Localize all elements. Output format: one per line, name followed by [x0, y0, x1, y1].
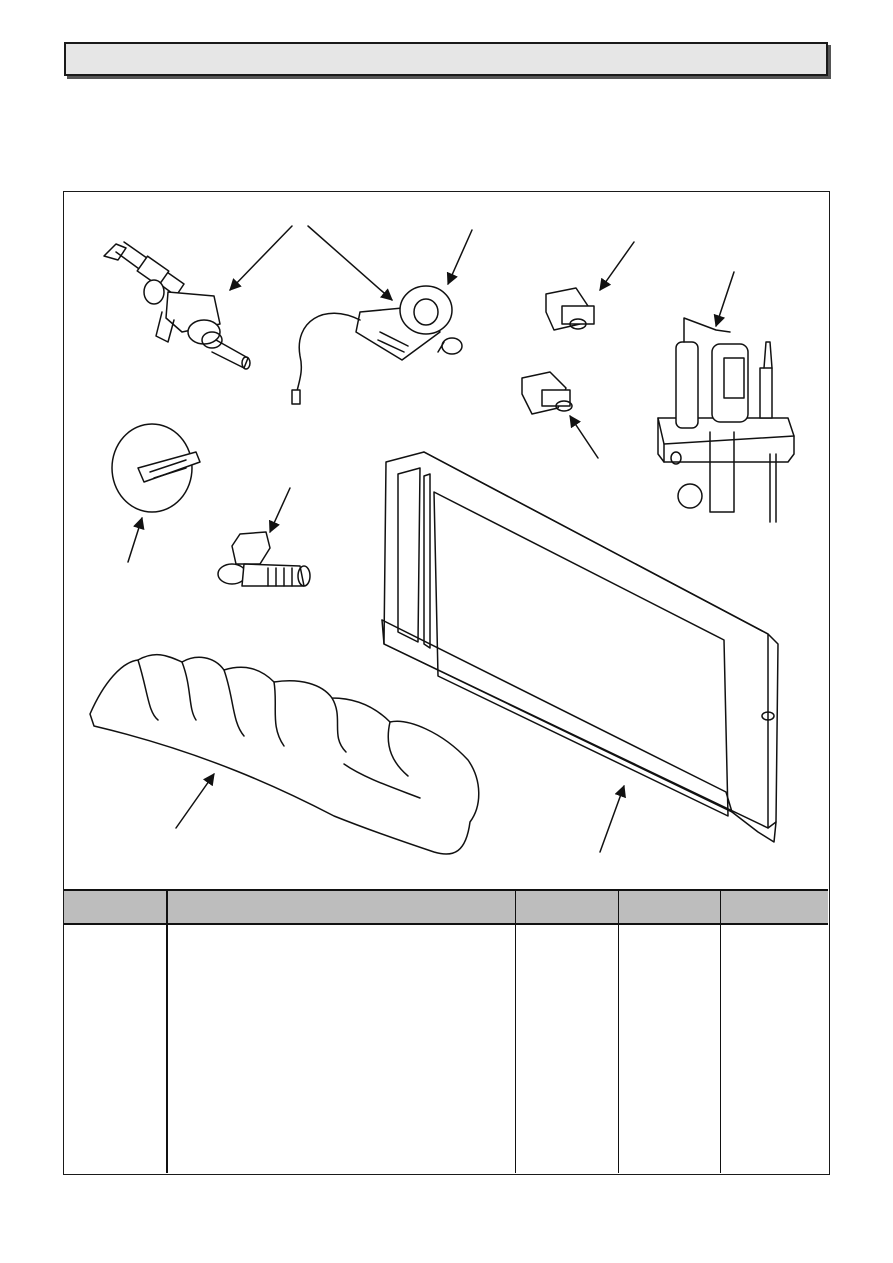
- pilot-assembly-illustration: [657, 317, 795, 523]
- section-title-bar: [64, 42, 828, 76]
- tee-connector-illustration: [217, 531, 311, 587]
- parts-table: [64, 889, 828, 1173]
- exploded-parts-diagram: [89, 225, 795, 855]
- column-divider: [720, 889, 721, 1173]
- ceramic-log-set-illustration: [89, 653, 480, 855]
- injector-lower-illustration: [521, 371, 573, 415]
- column-divider: [166, 889, 168, 1173]
- parts-table-header: [64, 889, 828, 925]
- parts-panel: [63, 191, 830, 1175]
- glass-panel-frame-illustration: [381, 451, 779, 843]
- control-knob-illustration: [111, 423, 201, 513]
- gas-tap-illustration: [103, 241, 251, 370]
- column-divider: [618, 889, 619, 1173]
- leader-arrows: [127, 225, 735, 853]
- column-divider: [515, 889, 516, 1173]
- injector-upper-illustration: [545, 287, 595, 331]
- thermocouple-illustration: [291, 285, 463, 405]
